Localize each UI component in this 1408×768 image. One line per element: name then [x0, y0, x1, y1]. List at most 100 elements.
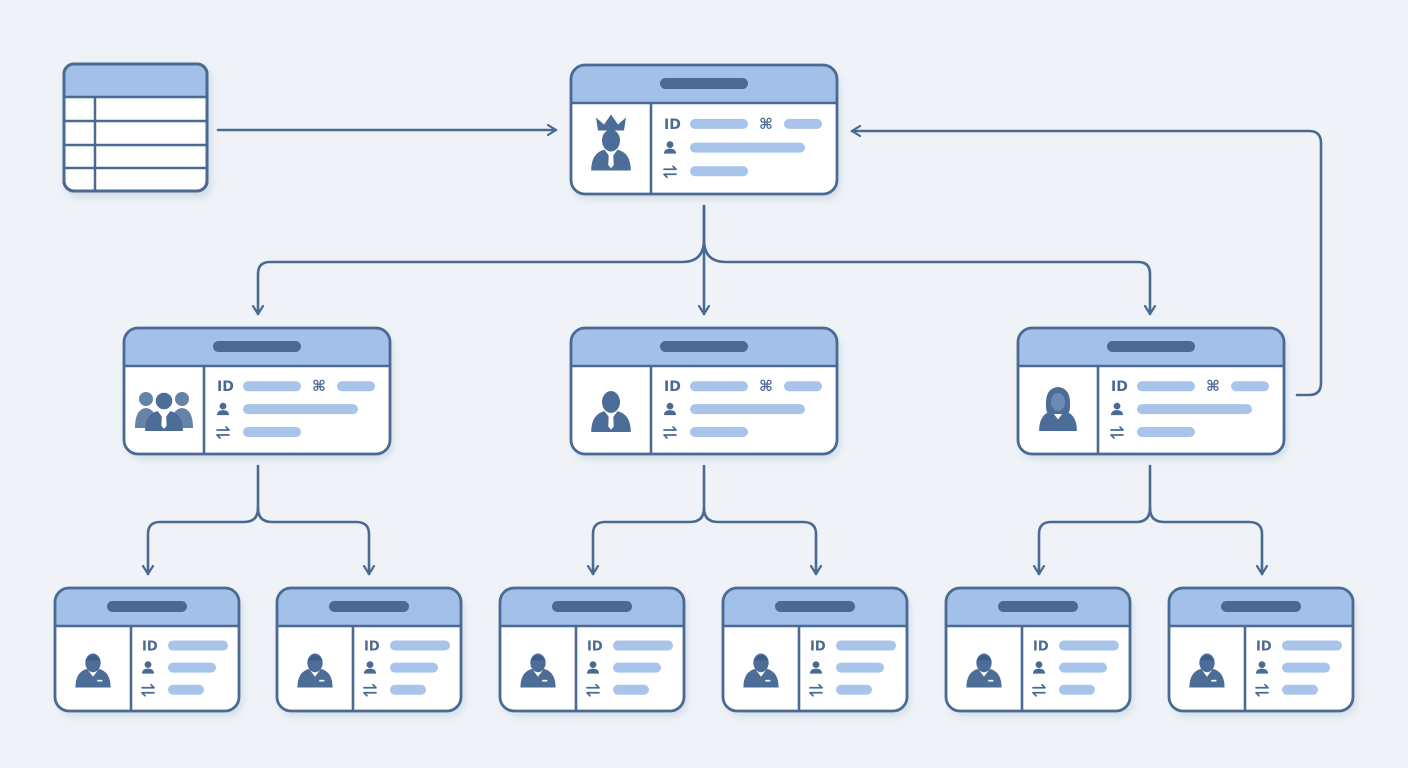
connectors: [148, 130, 1323, 576]
field-bar: [1059, 640, 1119, 651]
command-icon: ⌘: [759, 115, 773, 133]
field-bar: [836, 662, 884, 673]
field-bar: [243, 427, 301, 437]
card-title-bar: [1107, 341, 1195, 352]
field-bar: [1137, 427, 1195, 437]
field-bar: [613, 684, 649, 695]
swap-arrows-icon: [663, 165, 677, 179]
manager-to-member-6-arrow: [1148, 506, 1262, 576]
field-bar: [168, 662, 216, 673]
group-to-member-2-arrow: [256, 506, 369, 576]
card-border: [498, 586, 686, 713]
card-title-bar: [107, 601, 187, 612]
id-label: ID: [217, 379, 234, 395]
id-label: ID: [142, 640, 158, 655]
user-icon: [664, 141, 676, 154]
crowned-person-icon: [591, 114, 631, 171]
manager-to-member-5-arrow: [1039, 464, 1152, 576]
root-to-manager-female-arrow: [702, 238, 1150, 316]
card-title-bar: [1221, 601, 1301, 612]
card-border: [275, 586, 463, 713]
person-icon: [297, 653, 333, 688]
field-bar: [1137, 404, 1252, 415]
field-bar: [690, 404, 805, 415]
card-border: [944, 586, 1132, 713]
field-bar: [168, 640, 228, 651]
swap-arrows-icon: [1255, 683, 1269, 697]
field-bar: [690, 427, 748, 437]
id-label: ID: [1111, 379, 1128, 395]
field-bar: [1059, 662, 1107, 673]
card-border: [569, 326, 839, 456]
card-border: [721, 586, 909, 713]
swap-arrows-icon: [586, 683, 600, 697]
user-icon: [142, 661, 154, 674]
field-bar: [337, 381, 375, 392]
field-bar: [390, 662, 438, 673]
card-title-bar: [660, 78, 748, 89]
table-icon: [62, 62, 209, 193]
male-person-icon: [591, 391, 631, 432]
card-title-bar: [329, 601, 409, 612]
field-bar: [1282, 684, 1318, 695]
field-bar: [690, 166, 748, 177]
id-label: ID: [664, 379, 681, 395]
group-icon: [135, 391, 193, 431]
field-bar: [613, 640, 673, 651]
person-icon: [966, 653, 1002, 688]
field-bar: [390, 684, 426, 695]
command-icon: ⌘: [312, 377, 326, 395]
card-title-bar: [998, 601, 1078, 612]
field-bar: [1137, 381, 1195, 392]
swap-arrows-icon: [1032, 683, 1046, 697]
card-title-bar: [552, 601, 632, 612]
field-bar: [1282, 640, 1342, 651]
user-icon: [217, 402, 229, 416]
user-icon: [587, 661, 599, 674]
field-bar: [836, 684, 872, 695]
card-title-bar: [213, 341, 301, 352]
field-bar: [690, 118, 748, 129]
field-bar: [168, 684, 204, 695]
field-bar: [613, 662, 661, 673]
card-manager: [569, 326, 839, 456]
id-label: ID: [664, 117, 681, 133]
field-bar: [836, 640, 896, 651]
card-border: [53, 586, 241, 713]
user-icon: [664, 402, 676, 416]
person-icon: [743, 653, 779, 688]
female-person-icon: [1039, 387, 1077, 431]
person-icon: [1189, 653, 1225, 688]
id-label: ID: [587, 640, 603, 655]
field-bar: [1231, 381, 1269, 392]
swap-arrows-icon: [216, 426, 230, 439]
card-border: [1167, 586, 1355, 713]
person-icon: [75, 653, 111, 688]
field-bar: [390, 640, 450, 651]
id-label: ID: [1033, 640, 1049, 655]
field-bar: [243, 381, 301, 392]
id-label: ID: [364, 640, 380, 655]
swap-arrows-icon: [809, 683, 823, 697]
card-manager: [1016, 326, 1286, 456]
field-bar: [1059, 684, 1095, 695]
id-label: ID: [1256, 640, 1272, 655]
manager-to-member-3-arrow: [593, 464, 706, 576]
card-title-bar: [660, 341, 748, 352]
field-bar: [784, 118, 822, 129]
field-bar: [690, 381, 748, 392]
feedback-arrow: [850, 131, 1323, 397]
card-title-bar: [775, 601, 855, 612]
user-icon: [364, 661, 376, 674]
root-to-group-arrow: [258, 204, 706, 316]
user-icon: [1256, 661, 1268, 674]
user-icon: [1111, 402, 1123, 416]
user-icon: [810, 661, 822, 674]
manager-to-member-4-arrow: [702, 506, 816, 576]
id-label: ID: [810, 640, 826, 655]
swap-arrows-icon: [1110, 426, 1124, 439]
user-icon: [1033, 661, 1045, 674]
swap-arrows-icon: [363, 683, 377, 697]
